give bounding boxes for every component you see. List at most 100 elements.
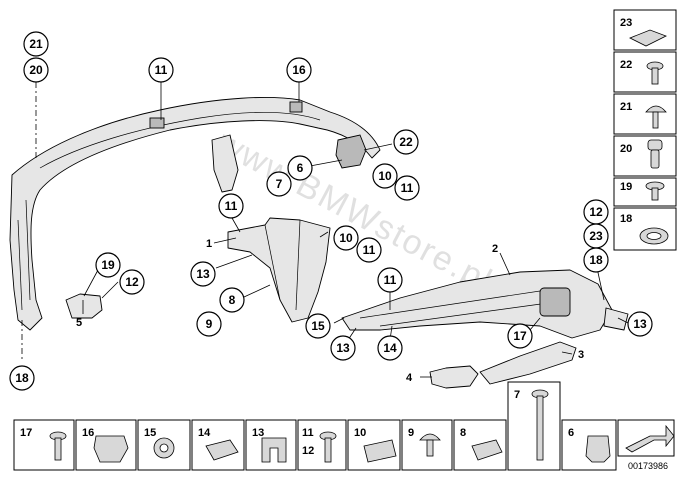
svg-text:12: 12 xyxy=(589,205,603,219)
sidebar-label-19: 19 xyxy=(620,181,632,193)
small-bracket-5 xyxy=(65,293,103,319)
bottom-label-13: 13 xyxy=(252,427,264,439)
leader-lines xyxy=(82,82,629,378)
screw-11-shaft-icon xyxy=(324,437,332,463)
callout-11-topright[interactable]: 11 xyxy=(394,175,420,201)
nut-15-hole-icon xyxy=(159,443,169,453)
sidebar-hardware-list: 23 22 21 20 19 18 xyxy=(613,9,677,251)
svg-text:13: 13 xyxy=(336,341,350,355)
svg-text:18: 18 xyxy=(589,253,603,267)
svg-text:16: 16 xyxy=(292,63,306,77)
lower-carrier xyxy=(341,269,629,339)
svg-text:14: 14 xyxy=(383,341,397,355)
label-3: 3 xyxy=(578,349,584,361)
hex-bolt-head-icon xyxy=(647,139,663,151)
flat-screw-shaft-icon xyxy=(651,187,659,201)
callout-16-top[interactable]: 16 xyxy=(286,57,312,83)
frame-bracket-22 xyxy=(335,134,367,169)
callout-12-left[interactable]: 12 xyxy=(119,269,145,295)
sidebar-cell-21[interactable] xyxy=(613,93,677,135)
callout-13-right[interactable]: 13 xyxy=(627,311,653,337)
callout-10-top[interactable]: 10 xyxy=(372,163,398,189)
dome-screw-shaft-icon xyxy=(652,111,659,129)
callout-15-mid[interactable]: 15 xyxy=(305,313,331,339)
callout-11-mid[interactable]: 11 xyxy=(218,193,244,219)
sidebar-cell-20[interactable] xyxy=(613,135,677,177)
carrier-box xyxy=(539,287,571,317)
bottom-cell-11-12[interactable] xyxy=(297,419,347,471)
svg-text:11: 11 xyxy=(401,181,414,195)
screw-17-shaft-icon xyxy=(54,437,62,461)
carrier-end-bracket xyxy=(603,307,629,331)
sidebar-label-21: 21 xyxy=(620,101,632,113)
grommet-hole-icon xyxy=(646,232,662,240)
svg-text:13: 13 xyxy=(196,267,210,281)
svg-text:11: 11 xyxy=(155,63,168,77)
svg-text:11: 11 xyxy=(225,199,238,213)
callout-19-left[interactable]: 19 xyxy=(95,252,121,278)
bottom-label-17: 17 xyxy=(20,427,32,439)
svg-text:18: 18 xyxy=(15,371,29,385)
sidebar-cell-18[interactable] xyxy=(613,207,677,251)
callout-20-left[interactable]: 20 xyxy=(23,57,49,83)
sidebar-label-20: 20 xyxy=(620,143,632,155)
sidebar-cell-22[interactable] xyxy=(613,51,677,93)
guide-rail-3 xyxy=(479,341,577,385)
callout-8-mid[interactable]: 8 xyxy=(219,287,245,313)
sidebar-label-18: 18 xyxy=(620,213,632,225)
svg-text:10: 10 xyxy=(339,231,353,245)
callout-22-top[interactable]: 22 xyxy=(393,129,419,155)
clip-nut-10-icon xyxy=(363,439,397,463)
cap-nut-6-icon xyxy=(585,435,611,463)
callout-14-carrier[interactable]: 14 xyxy=(377,335,403,361)
callout-12-right[interactable]: 12 xyxy=(583,199,609,225)
screw-shaft-icon xyxy=(651,67,659,85)
svg-text:11: 11 xyxy=(363,243,376,257)
callout-11-carrier[interactable]: 11 xyxy=(377,267,403,293)
sidebar-cell-19[interactable] xyxy=(613,177,677,207)
bottom-hardware-strip: 17 16 15 14 13 11 12 10 9 8 7 6 xyxy=(13,381,675,471)
bottom-label-11: 11 xyxy=(302,427,314,439)
callout-17-carrier[interactable]: 17 xyxy=(507,323,533,349)
svg-text:11: 11 xyxy=(384,273,397,287)
svg-text:22: 22 xyxy=(399,135,413,149)
frame-center-strut xyxy=(211,134,239,193)
svg-text:6: 6 xyxy=(297,161,304,175)
label-5: 5 xyxy=(76,317,82,329)
sidebar-label-22: 22 xyxy=(620,59,632,71)
callout-21-left[interactable]: 21 xyxy=(23,31,49,57)
svg-text:7: 7 xyxy=(276,177,283,191)
callout-13-carrier[interactable]: 13 xyxy=(330,335,356,361)
label-4: 4 xyxy=(406,372,413,384)
clip-16-icon xyxy=(93,435,129,463)
label-2: 2 xyxy=(492,243,498,255)
svg-text:20: 20 xyxy=(29,63,43,77)
svg-text:9: 9 xyxy=(206,317,213,331)
bottom-label-10: 10 xyxy=(354,427,366,439)
callout-9-mid[interactable]: 9 xyxy=(196,311,222,337)
rivet-9-shaft-icon xyxy=(426,439,434,457)
svg-text:12: 12 xyxy=(125,275,139,289)
bottom-cell-17[interactable] xyxy=(13,419,75,471)
svg-text:17: 17 xyxy=(513,329,527,343)
frame-clip-11 xyxy=(149,117,165,129)
bottom-label-7: 7 xyxy=(514,389,520,401)
callout-10-mid[interactable]: 10 xyxy=(333,225,359,251)
bottom-label-14: 14 xyxy=(198,427,211,439)
callout-7-top[interactable]: 7 xyxy=(266,171,292,197)
callout-6-top[interactable]: 6 xyxy=(287,155,313,181)
callout-11-top[interactable]: 11 xyxy=(148,57,174,83)
clip-nut-icon xyxy=(629,29,667,47)
svg-text:19: 19 xyxy=(101,258,115,272)
callout-23-right[interactable]: 23 xyxy=(583,223,609,249)
svg-text:13: 13 xyxy=(633,317,647,331)
bracket-4 xyxy=(429,365,479,389)
callout-18-left[interactable]: 18 xyxy=(9,365,35,391)
callout-18-right[interactable]: 18 xyxy=(583,247,609,273)
callout-11-mid2[interactable]: 11 xyxy=(356,237,382,263)
frame-clip-16 xyxy=(289,101,303,113)
callout-13-mid[interactable]: 13 xyxy=(190,261,216,287)
bottom-label-15: 15 xyxy=(144,427,156,439)
svg-text:23: 23 xyxy=(589,229,603,243)
